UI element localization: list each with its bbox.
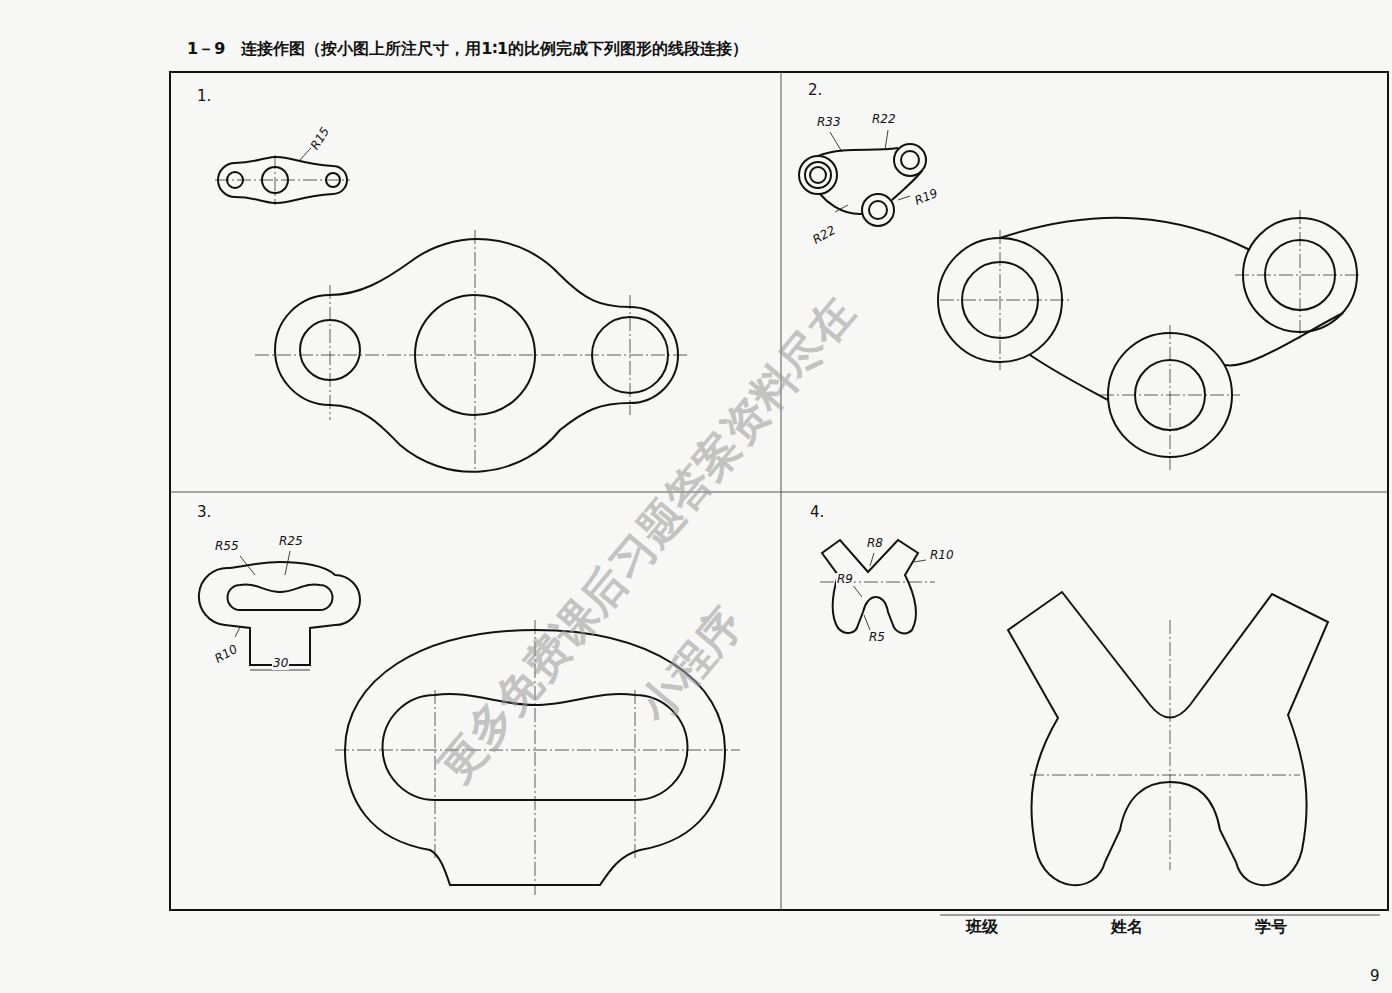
- form-field-label: 学号: [1255, 918, 1287, 936]
- radius-dimension: R9: [836, 573, 854, 586]
- radius-dimension: R5: [868, 631, 886, 644]
- radius-dimension: R15: [308, 124, 333, 153]
- radius-dimension: R10: [929, 549, 955, 562]
- watermark: 更多免费课后习题答案资料尽在: [430, 288, 863, 791]
- radius-dimension: R33: [816, 116, 842, 129]
- length-dimension: 30: [272, 657, 289, 670]
- radius-dimension: R22: [810, 223, 839, 247]
- page-number: 9: [1370, 968, 1380, 985]
- radius-dimension: R10: [212, 642, 241, 666]
- radius-dimension: R8: [866, 537, 884, 550]
- panel-number: 2.: [808, 82, 822, 99]
- sheet-title: 1－9 连接作图（按小图上所注尺寸，用1∶1的比例完成下列图形的线段连接）: [187, 40, 748, 58]
- form-field-label: 姓名: [1111, 918, 1143, 936]
- panel-number: 1.: [197, 88, 211, 105]
- panel-number: 4.: [810, 504, 824, 521]
- radius-dimension: R22: [871, 113, 897, 126]
- watermark: 小程序: [630, 599, 752, 731]
- panel-number: 3.: [197, 504, 211, 521]
- radius-dimension: R19: [912, 186, 941, 208]
- form-field-label: 班级: [966, 918, 998, 936]
- radius-dimension: R55: [214, 540, 240, 553]
- radius-dimension: R25: [278, 535, 304, 548]
- sheet-frame: [170, 72, 1388, 910]
